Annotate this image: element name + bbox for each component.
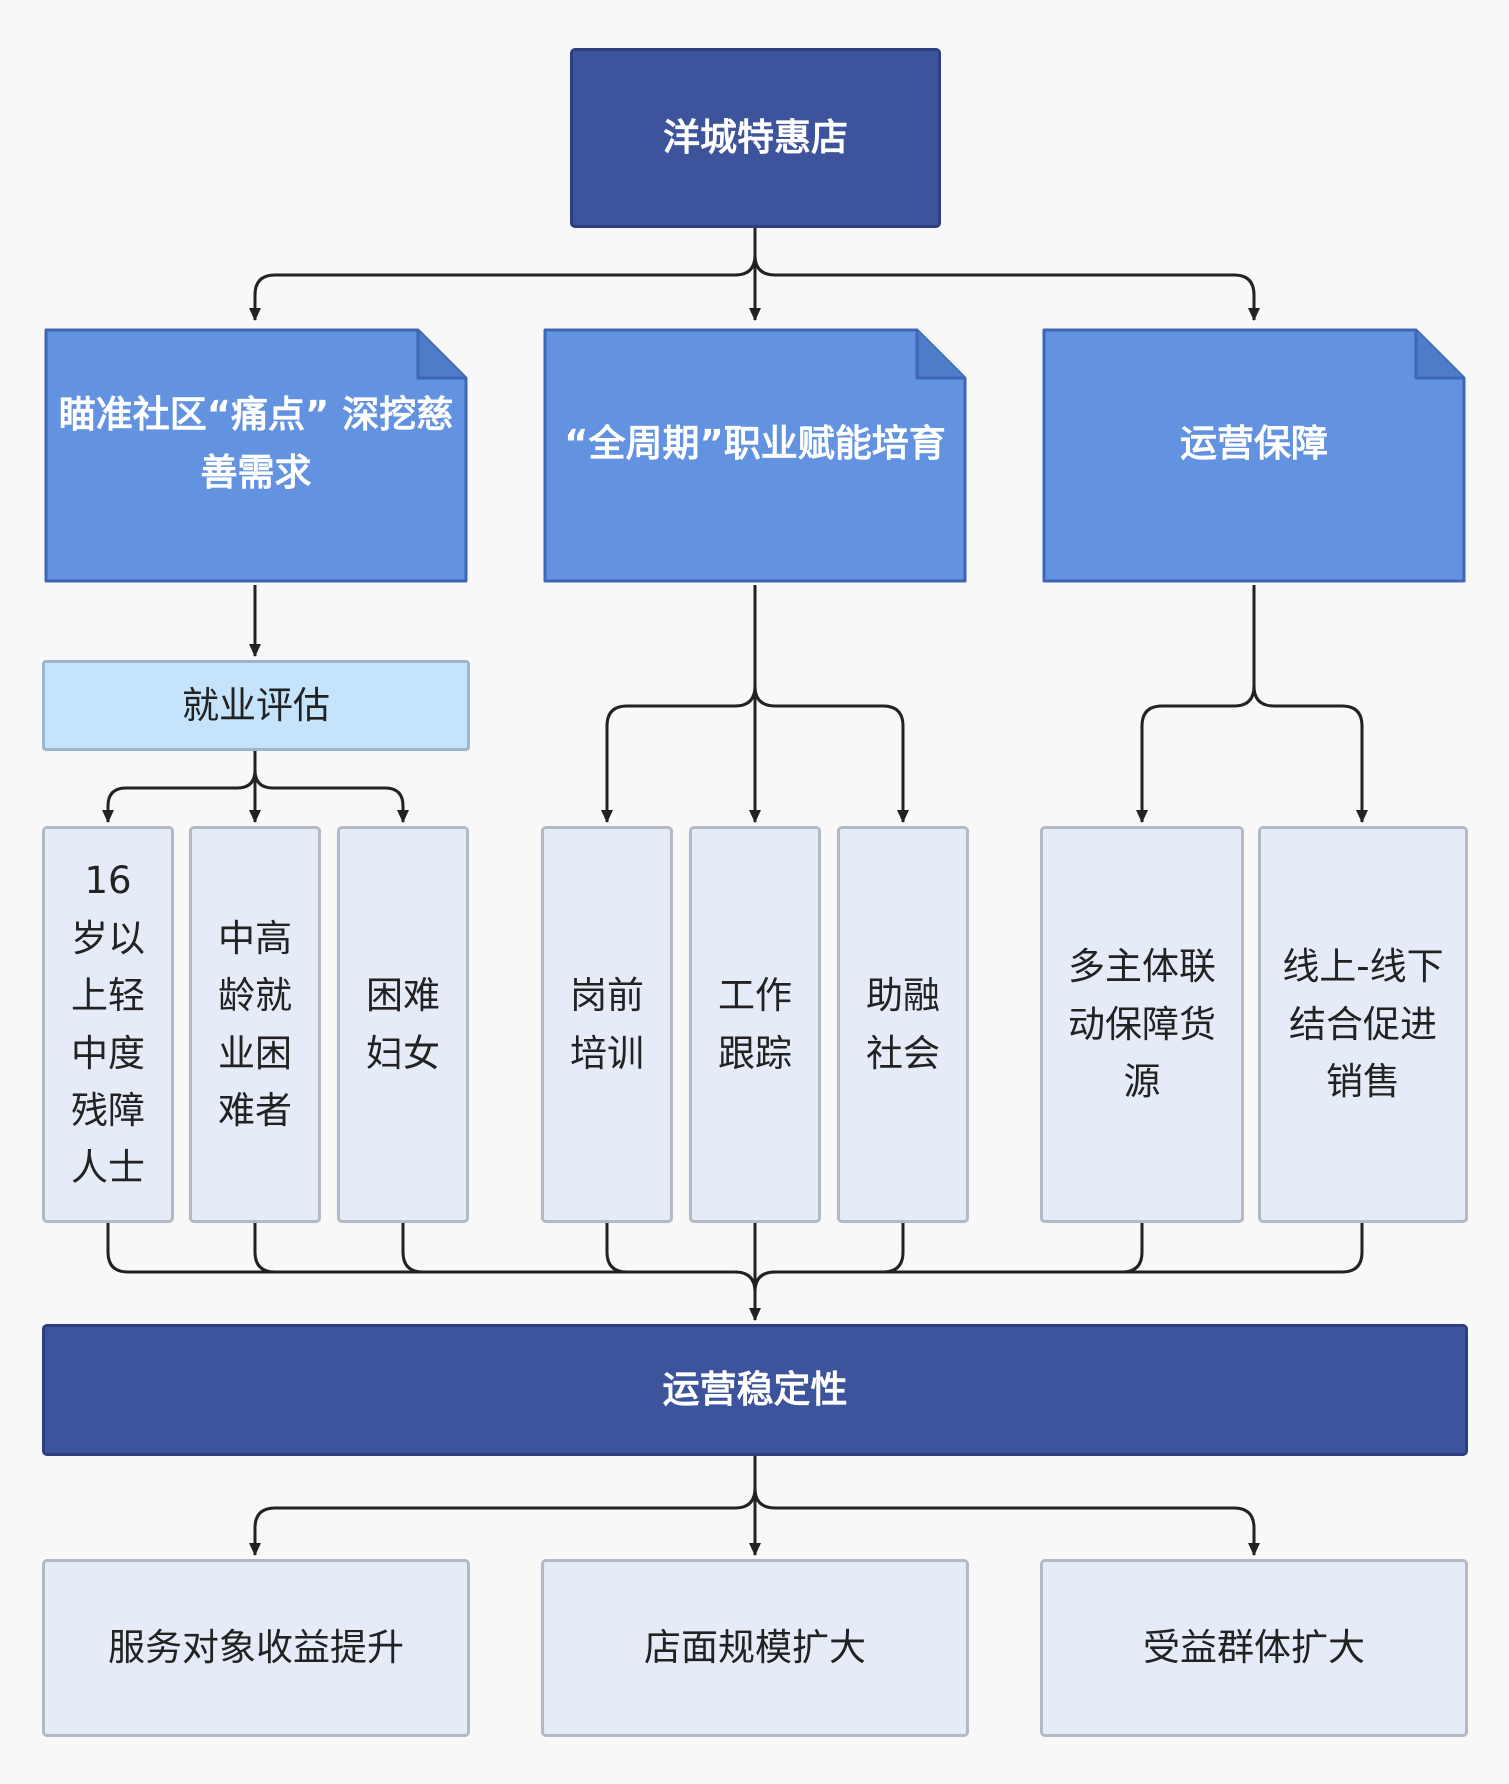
pillar-operation-support-label: 运营保障 [1180, 421, 1328, 465]
connector-evaluation-group1 [102, 751, 257, 823]
training-integration-node[interactable]: 助融社会 [837, 826, 969, 1223]
connector-pillar3-support1 [1136, 585, 1256, 823]
support-supply-label: 多主体联动保障货源 [1068, 945, 1216, 1104]
root-label: 洋城特惠店 [663, 116, 848, 160]
connector-pillar3-support2 [1252, 585, 1368, 823]
group-disabled-node[interactable]: 16 岁以上轻中度残障人士 [42, 826, 174, 1223]
connector-root-pillar1 [249, 228, 757, 321]
training-tracking-label: 工作跟踪 [718, 974, 792, 1075]
group-elderly-node[interactable]: 中高龄就业困难者 [189, 826, 321, 1223]
outcome-beneficiaries-label: 受益群体扩大 [1143, 1626, 1365, 1670]
pillar-community-needs[interactable]: 瞄准社区“痛点” 深挖慈善需求 [42, 326, 470, 585]
document-shape [543, 328, 967, 583]
group-elderly-label: 中高龄就业困难者 [218, 916, 292, 1132]
group-disabled-label: 16 岁以上轻中度残障人士 [71, 859, 145, 1190]
connector-pillar2-training1 [601, 585, 757, 823]
connector-stability-outcome3 [753, 1456, 1260, 1556]
connector-group3-stability [401, 1223, 735, 1274]
training-tracking-node[interactable]: 工作跟踪 [689, 826, 821, 1223]
outcome-beneficiaries-node[interactable]: 受益群体扩大 [1040, 1559, 1468, 1737]
connector-pillar2-training3 [753, 585, 909, 823]
connector-support2-stability [753, 1223, 1364, 1293]
pillar-community-needs-label: 瞄准社区“痛点” 深挖慈善需求 [58, 393, 454, 494]
pillar-operation-support[interactable]: 运营保障 [1040, 326, 1468, 585]
support-sales-node[interactable]: 线上-线下结合促进销售 [1258, 826, 1468, 1223]
outcome-scale-node[interactable]: 店面规模扩大 [541, 1559, 969, 1737]
training-preservice-node[interactable]: 岗前培训 [541, 826, 673, 1223]
support-supply-node[interactable]: 多主体联动保障货源 [1040, 826, 1244, 1223]
stability-label: 运营稳定性 [662, 1368, 848, 1412]
employment-evaluation-node[interactable]: 就业评估 [42, 660, 470, 751]
support-sales-label: 线上-线下结合促进销售 [1282, 945, 1444, 1104]
connector-evaluation-group3 [253, 751, 409, 823]
document-shape [44, 328, 468, 583]
training-preservice-label: 岗前培训 [570, 974, 644, 1075]
employment-evaluation-label: 就业评估 [182, 683, 330, 727]
pillar-career-training-label: “全周期”职业赋能培育 [564, 421, 946, 465]
document-shape [1042, 328, 1466, 583]
root-node[interactable]: 洋城特惠店 [570, 48, 941, 228]
connector-stability-outcome1 [249, 1456, 757, 1556]
connector-group2-stability [253, 1223, 735, 1274]
pillar-career-training[interactable]: “全周期”职业赋能培育 [541, 326, 969, 585]
connector-training1-stability [605, 1223, 735, 1274]
connector-root-pillar3 [753, 228, 1260, 321]
outcome-income-node[interactable]: 服务对象收益提升 [42, 1559, 470, 1737]
training-integration-label: 助融社会 [866, 974, 940, 1075]
outcome-scale-label: 店面规模扩大 [644, 1626, 866, 1670]
outcome-income-label: 服务对象收益提升 [108, 1626, 404, 1670]
stability-node[interactable]: 运营稳定性 [42, 1324, 1468, 1456]
connector-support1-stability [775, 1223, 1144, 1274]
group-women-label: 困难妇女 [366, 974, 440, 1075]
group-women-node[interactable]: 困难妇女 [337, 826, 469, 1223]
connector-training3-stability [775, 1223, 905, 1274]
